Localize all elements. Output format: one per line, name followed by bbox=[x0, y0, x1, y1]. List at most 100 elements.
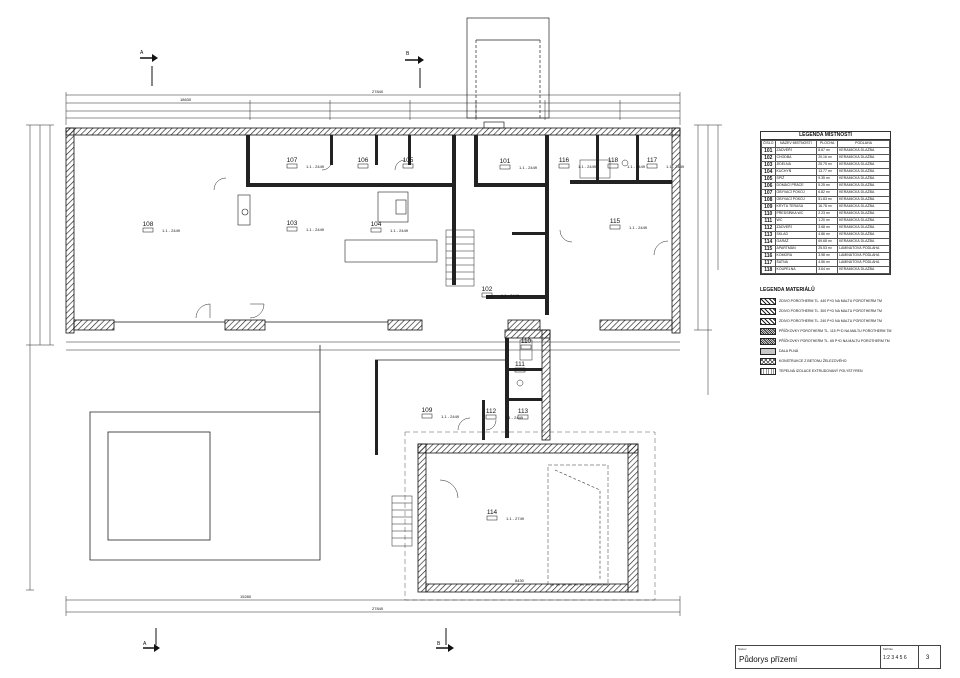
room-floor-cell: KERAMICKÁ DLAŽBA bbox=[837, 175, 890, 183]
room-name-cell: DOMÁCÍ PRÁCE bbox=[774, 182, 818, 190]
room-legend-title: LEGENDA MÍSTNOSTÍ bbox=[761, 132, 890, 140]
room-tag-111: 111 bbox=[514, 361, 525, 373]
room-tag-box bbox=[485, 414, 497, 420]
room-area-tag: 1.1 - 2449 bbox=[505, 415, 524, 420]
room-number-cell: 106 bbox=[761, 182, 776, 190]
room-tag-box bbox=[486, 515, 498, 521]
room-number-cell: 114 bbox=[761, 238, 776, 246]
room-area-cell: 13.77 m² bbox=[816, 168, 839, 176]
room-area-tag: 1.1 - 2449 bbox=[627, 164, 646, 169]
room-number-cell: 112 bbox=[761, 224, 776, 232]
garage-walls bbox=[404, 431, 656, 601]
room-number: 102 bbox=[482, 286, 493, 293]
room-tag-105: 105 bbox=[403, 157, 414, 169]
material-legend-item: KONSTRUKCE Z BETONU ŽELEZOVÉHO bbox=[760, 356, 905, 366]
room-number-cell: 110 bbox=[761, 210, 776, 218]
room-number: 104 bbox=[371, 221, 382, 228]
material-legend-title: LEGENDA MATERIÁLŮ bbox=[760, 287, 815, 293]
room-area-tag: 1.1 - 2449 bbox=[666, 164, 685, 169]
room-tag-110: 110 bbox=[520, 338, 532, 350]
material-label: DALA PLNÁ bbox=[779, 349, 799, 353]
material-label: ZDIVO POROTHERM TL. 240 P+D NA MALTU POR… bbox=[779, 319, 882, 323]
annex-walls bbox=[375, 329, 551, 455]
room-area-tag: 1.1 - 2449 bbox=[390, 228, 409, 233]
room-name-cell: SKLAD bbox=[774, 231, 818, 239]
room-area-cell: 6.82 m² bbox=[816, 189, 839, 197]
room-floor-cell: KERAMICKÁ DLAŽBA bbox=[837, 210, 890, 218]
scale-label: Měřítko bbox=[883, 647, 894, 651]
room-number-cell: 107 bbox=[761, 189, 776, 197]
room-floor-cell: KERAMICKÁ DLAŽBA bbox=[837, 203, 890, 211]
room-number-cell: 111 bbox=[761, 217, 776, 225]
room-number: 118 bbox=[608, 157, 619, 164]
room-number: 111 bbox=[515, 361, 525, 368]
door-swings bbox=[195, 159, 669, 499]
dimension-segment-top: 18630 bbox=[180, 97, 192, 102]
room-area-cell: 9.35 m² bbox=[816, 175, 839, 183]
material-label: PŘÍČKOVKY POROTHERM TL. 65 P+D NA MALTU … bbox=[779, 339, 890, 343]
room-floor-cell: KERAMICKÁ DLAŽBA bbox=[837, 189, 890, 197]
room-area-cell: 51.83 m² bbox=[816, 196, 839, 204]
sheet-number: 3 bbox=[926, 655, 930, 661]
material-label: TEPELNÁ IZOLACE EXTRUDOVANÝ POLYSTYREN bbox=[779, 369, 863, 373]
section-label: A bbox=[140, 50, 144, 56]
room-number-cell: 109 bbox=[761, 203, 776, 211]
room-floor-cell: KERAMICKÁ DLAŽBA bbox=[837, 168, 890, 176]
room-name-cell: GARÁŽ bbox=[774, 238, 818, 246]
room-number: 113 bbox=[518, 408, 529, 415]
dimension-lines-bottom bbox=[65, 341, 681, 616]
col-header: PODLAHA bbox=[837, 140, 890, 148]
section-marker-a-bottom: A bbox=[143, 628, 160, 652]
pool-outline bbox=[89, 345, 321, 561]
room-floor-cell: KERAMICKÁ DLAŽBA bbox=[837, 196, 890, 204]
room-area-tag: 1.1 - 2449 bbox=[162, 228, 181, 233]
room-name-cell: WC bbox=[774, 217, 818, 225]
col-header: PLOCHA bbox=[816, 140, 839, 148]
room-area-tag: 1.1 - 2449 bbox=[578, 164, 597, 169]
room-area-tag: 1.1 - 2449 bbox=[519, 165, 538, 170]
material-swatch bbox=[760, 317, 776, 325]
material-swatch bbox=[760, 307, 776, 315]
room-number: 112 bbox=[486, 408, 497, 415]
outer-walls bbox=[65, 127, 681, 334]
material-legend-item: PŘÍČKOVKY POROTHERM TL. 115 P+D NA MALTU… bbox=[760, 326, 905, 336]
room-area-cell: 3.98 m² bbox=[816, 252, 839, 260]
room-floor-cell: KERAMICKÁ DLAŽBA bbox=[837, 154, 890, 162]
room-tag-112: 112 1.1 - 2449 bbox=[485, 408, 524, 420]
drawing-title: Půdorys přízemí bbox=[739, 655, 798, 664]
room-tag-box bbox=[609, 224, 621, 230]
divider bbox=[880, 646, 881, 668]
room-area-cell: 16.78 m² bbox=[816, 203, 839, 211]
room-tag-box bbox=[370, 227, 382, 233]
material-swatch bbox=[760, 347, 776, 355]
room-tag-box bbox=[517, 414, 529, 420]
material-label: KONSTRUKCE Z BETONU ŽELEZOVÉHO bbox=[779, 359, 847, 363]
room-tag-box bbox=[646, 163, 658, 169]
col-header: NÁZEV MÍSTNOSTI bbox=[774, 140, 818, 148]
room-name-cell: ZÁDVEŘÍ bbox=[774, 147, 818, 155]
room-number: 108 bbox=[143, 221, 154, 228]
material-legend: LEGENDA MATERIÁLŮ ZDIVO POROTHERM TL. 44… bbox=[760, 287, 905, 376]
material-label: ZDIVO POROTHERM TL. 440 P+D NA MALTU POR… bbox=[779, 299, 882, 303]
dimension-segment-bottom: 15280 bbox=[240, 594, 252, 599]
room-floor-cell: KERAMICKÁ DLAŽBA bbox=[837, 231, 890, 239]
room-number-cell: 116 bbox=[761, 252, 776, 260]
material-legend-item: ZDIVO POROTHERM TL. 440 P+D NA MALTU POR… bbox=[760, 296, 905, 306]
dimension-garage-width: 8430 bbox=[515, 578, 525, 583]
